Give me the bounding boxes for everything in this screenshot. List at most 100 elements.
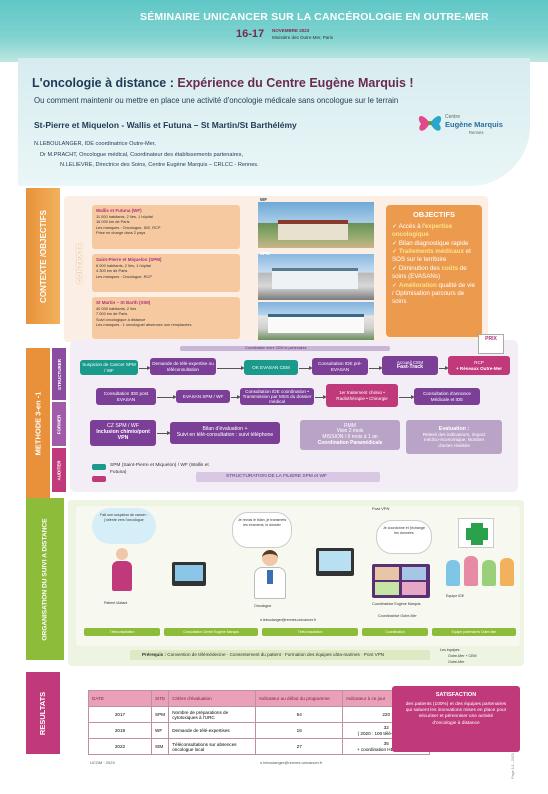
spm-card-line-1: 6 000 habitants, 2 îles, 1 hôpital [96,263,151,269]
objectif-2-a: Bilan diagnostique rapide [398,239,469,247]
pill-rmm-d: Coordination Paramédicale [317,439,383,446]
stmartin-card-line-4: Les manques : 1 oncologue/ absences non … [96,321,192,327]
methode-banner [180,346,390,351]
org-legend-2: Outre-Mer + CEM [448,654,477,658]
poster-subtitle: Ou comment maintenir ou mettre en place … [34,96,399,105]
bubble-medecin-text: Je revois le bilan, je transmets les exa… [237,518,287,527]
satisfaction-title: SATISFACTION [435,692,477,698]
structuration-text: STRUCTURATION DE LA FILIERE SPM et WF [226,474,327,479]
spm-photo-label: SPM [260,251,270,256]
arrow-r1-4 [369,366,383,370]
org-bar-2-text: Consultation Centre Eugène Marquis [183,630,239,634]
results-cell: WF [150,722,170,739]
satisfaction-line-3: sécuriser et pérenniser une activité [418,714,494,720]
legend-swatch-autres [92,476,106,482]
results-cell: StM [150,738,170,755]
objectif-5-a: qualité de vie / Optimisation parcours d… [392,281,475,306]
prerequis-bar [130,650,430,660]
wf-card-title: Wallis et Futuna (WF) [96,208,142,213]
event-date: 16-17 [236,28,265,40]
prix-badge: PRIX [478,334,504,354]
poster-title-main: L'oncologie à distance : [32,76,178,90]
pill-eval-d: d'actes réalisés [438,442,470,448]
pill-rmm-b: Visio 2 mois [336,428,364,435]
pill-demande-expertise: Demande de télé-expertise ou téléconsult… [150,358,216,375]
objectif-3: ✓ Traitements médicaux et SOS sur le ter… [392,248,471,264]
logo-text-small: Centre [445,114,461,120]
pill-rmm-a: RMM [344,422,356,429]
wf-card: Wallis et Futuna (WF) 11 000 habitants, … [92,205,240,249]
pill-consultation-pre-evasan: Consultation IDE pré-EVASAN [312,358,368,375]
care-team-figures [444,556,516,588]
structurer-label: STRUCTURER [52,348,66,400]
pill-ok-evasan: OK EVASAN CEM [244,360,298,375]
wf-photo-label: WF [260,197,267,202]
legend-swatch-spm-wf [92,464,106,470]
results-table: DATE SITE Critère d'évaluation Indicateu… [88,690,431,755]
poster-title-sub: Expérience du Centre Eugène Marquis ! [177,76,414,90]
bubble-consult: Fait une suspicion de cancer : j'oriente… [92,508,156,544]
org-bar-5-text: Equipe partenaires Outre-Mer [451,630,497,634]
satisfaction-line-2: qui saluent les innovations mises en pla… [405,708,507,714]
section-organisation-label: ORGANISATION DU SUIVI A DISTANCE [26,498,64,660]
org-bar-4-text: Coordination [385,630,405,634]
objectif-4-b: coûts [441,264,459,272]
logo-text-main: Eugène Marquis [445,120,503,129]
pill-eval-b: Relevé des indicateurs, impact [422,432,486,438]
spm-card: Saint-Pierre et Miquelon (SPM) 6 000 hab… [92,254,240,292]
pill-cz-b: Inclusion chimio/pont [96,429,150,436]
coord-label: Coordinatrice Eugène Marquis [372,602,421,606]
pill-accueil-cem-a: Accueil CEM [396,359,424,365]
arrow-r1-2 [217,366,245,370]
stmartin-card: St Martin – St Barth (StM) 40 000 habita… [92,297,240,339]
structuration-bar [196,472,380,482]
objectif-2: ✓ Bilan diagnostique rapide [392,239,469,247]
arrow-r1-1 [139,366,151,370]
centre-logo: Centre Eugène Marquis Rennes [415,108,503,142]
org-bar-1-text: Téléconsultation [109,630,135,634]
pill-cz-c: VPN [117,434,129,441]
arrow-r2-3 [315,395,327,399]
patient-figure [110,548,134,596]
patient-label: Patient /Aidant [104,601,128,605]
objectif-3-b: Traitements médicaux [398,248,464,256]
stmartin-card-line-2: 7 000 km de Paris [96,311,128,317]
results-cell-b: ( 2020 : 100 télé-expertises) [357,730,415,736]
pill-traitement: 1er traitement chimio • Radiothérapie • … [326,384,398,407]
pill-eval-c: médico-économique, Nombre [423,437,485,443]
post-vpn-label: Post VPN [372,506,390,511]
wf-card-line-2: 16 000 km de Paris [96,219,130,225]
title-box [18,58,530,186]
pharmacy-icon [458,518,494,548]
section-resultats-label: RESULTATS [26,672,60,754]
results-cell: Nombre de préparations de cytotoxiques à… [168,706,257,723]
footer-email: n.leboulanger@rennes.unicancer.fr [260,760,323,765]
results-header-row: DATE SITE Critère d'évaluation Indicateu… [88,690,431,707]
objectif-4: ✓ Diminution des coûts de soins (EVASANs… [392,264,467,281]
pill-evaluation: Evaluation :Relevé des indicateurs, impa… [406,420,502,454]
spm-card-title: Saint-Pierre et Miquelon (SPM) [96,257,162,262]
butterfly-logo-icon [418,116,442,131]
objectifs-box: OBJECTIFS ✓ Accès à l'expertise oncologi… [386,205,482,337]
results-cell: 16 [255,722,344,739]
objectif-5: ✓ Amélioration qualité de vie / Optimisa… [392,281,475,306]
pill-rcp-b: + Réseaux Outre-Mer [455,365,503,371]
results-cell: 54 [255,706,344,723]
oncologist-label: Oncologue [254,604,272,608]
header-band [0,0,548,62]
poster-title: L'oncologie à distance : Expérience du C… [32,76,414,90]
results-header-site: SITE [150,690,170,707]
results-cell-b: + coordination HDJ été 2023 [357,746,416,752]
table-row: 2019 WF Demande de télé-expertises 16 32… [88,722,431,739]
objectif-1-a: Accès à l' [398,223,425,230]
org-bar-1: Téléconsultation [84,628,160,636]
arrow-r2-2 [231,395,241,399]
org-legend-1: Les équipes [440,648,460,652]
author-3: N.LELIEVRE, Directrice des Soins, Centre… [60,162,259,168]
results-cell-a: 35 [383,741,389,746]
legend-label-spm-wf-2: Futuna) [110,470,127,475]
former-label: FORMER [52,402,66,446]
